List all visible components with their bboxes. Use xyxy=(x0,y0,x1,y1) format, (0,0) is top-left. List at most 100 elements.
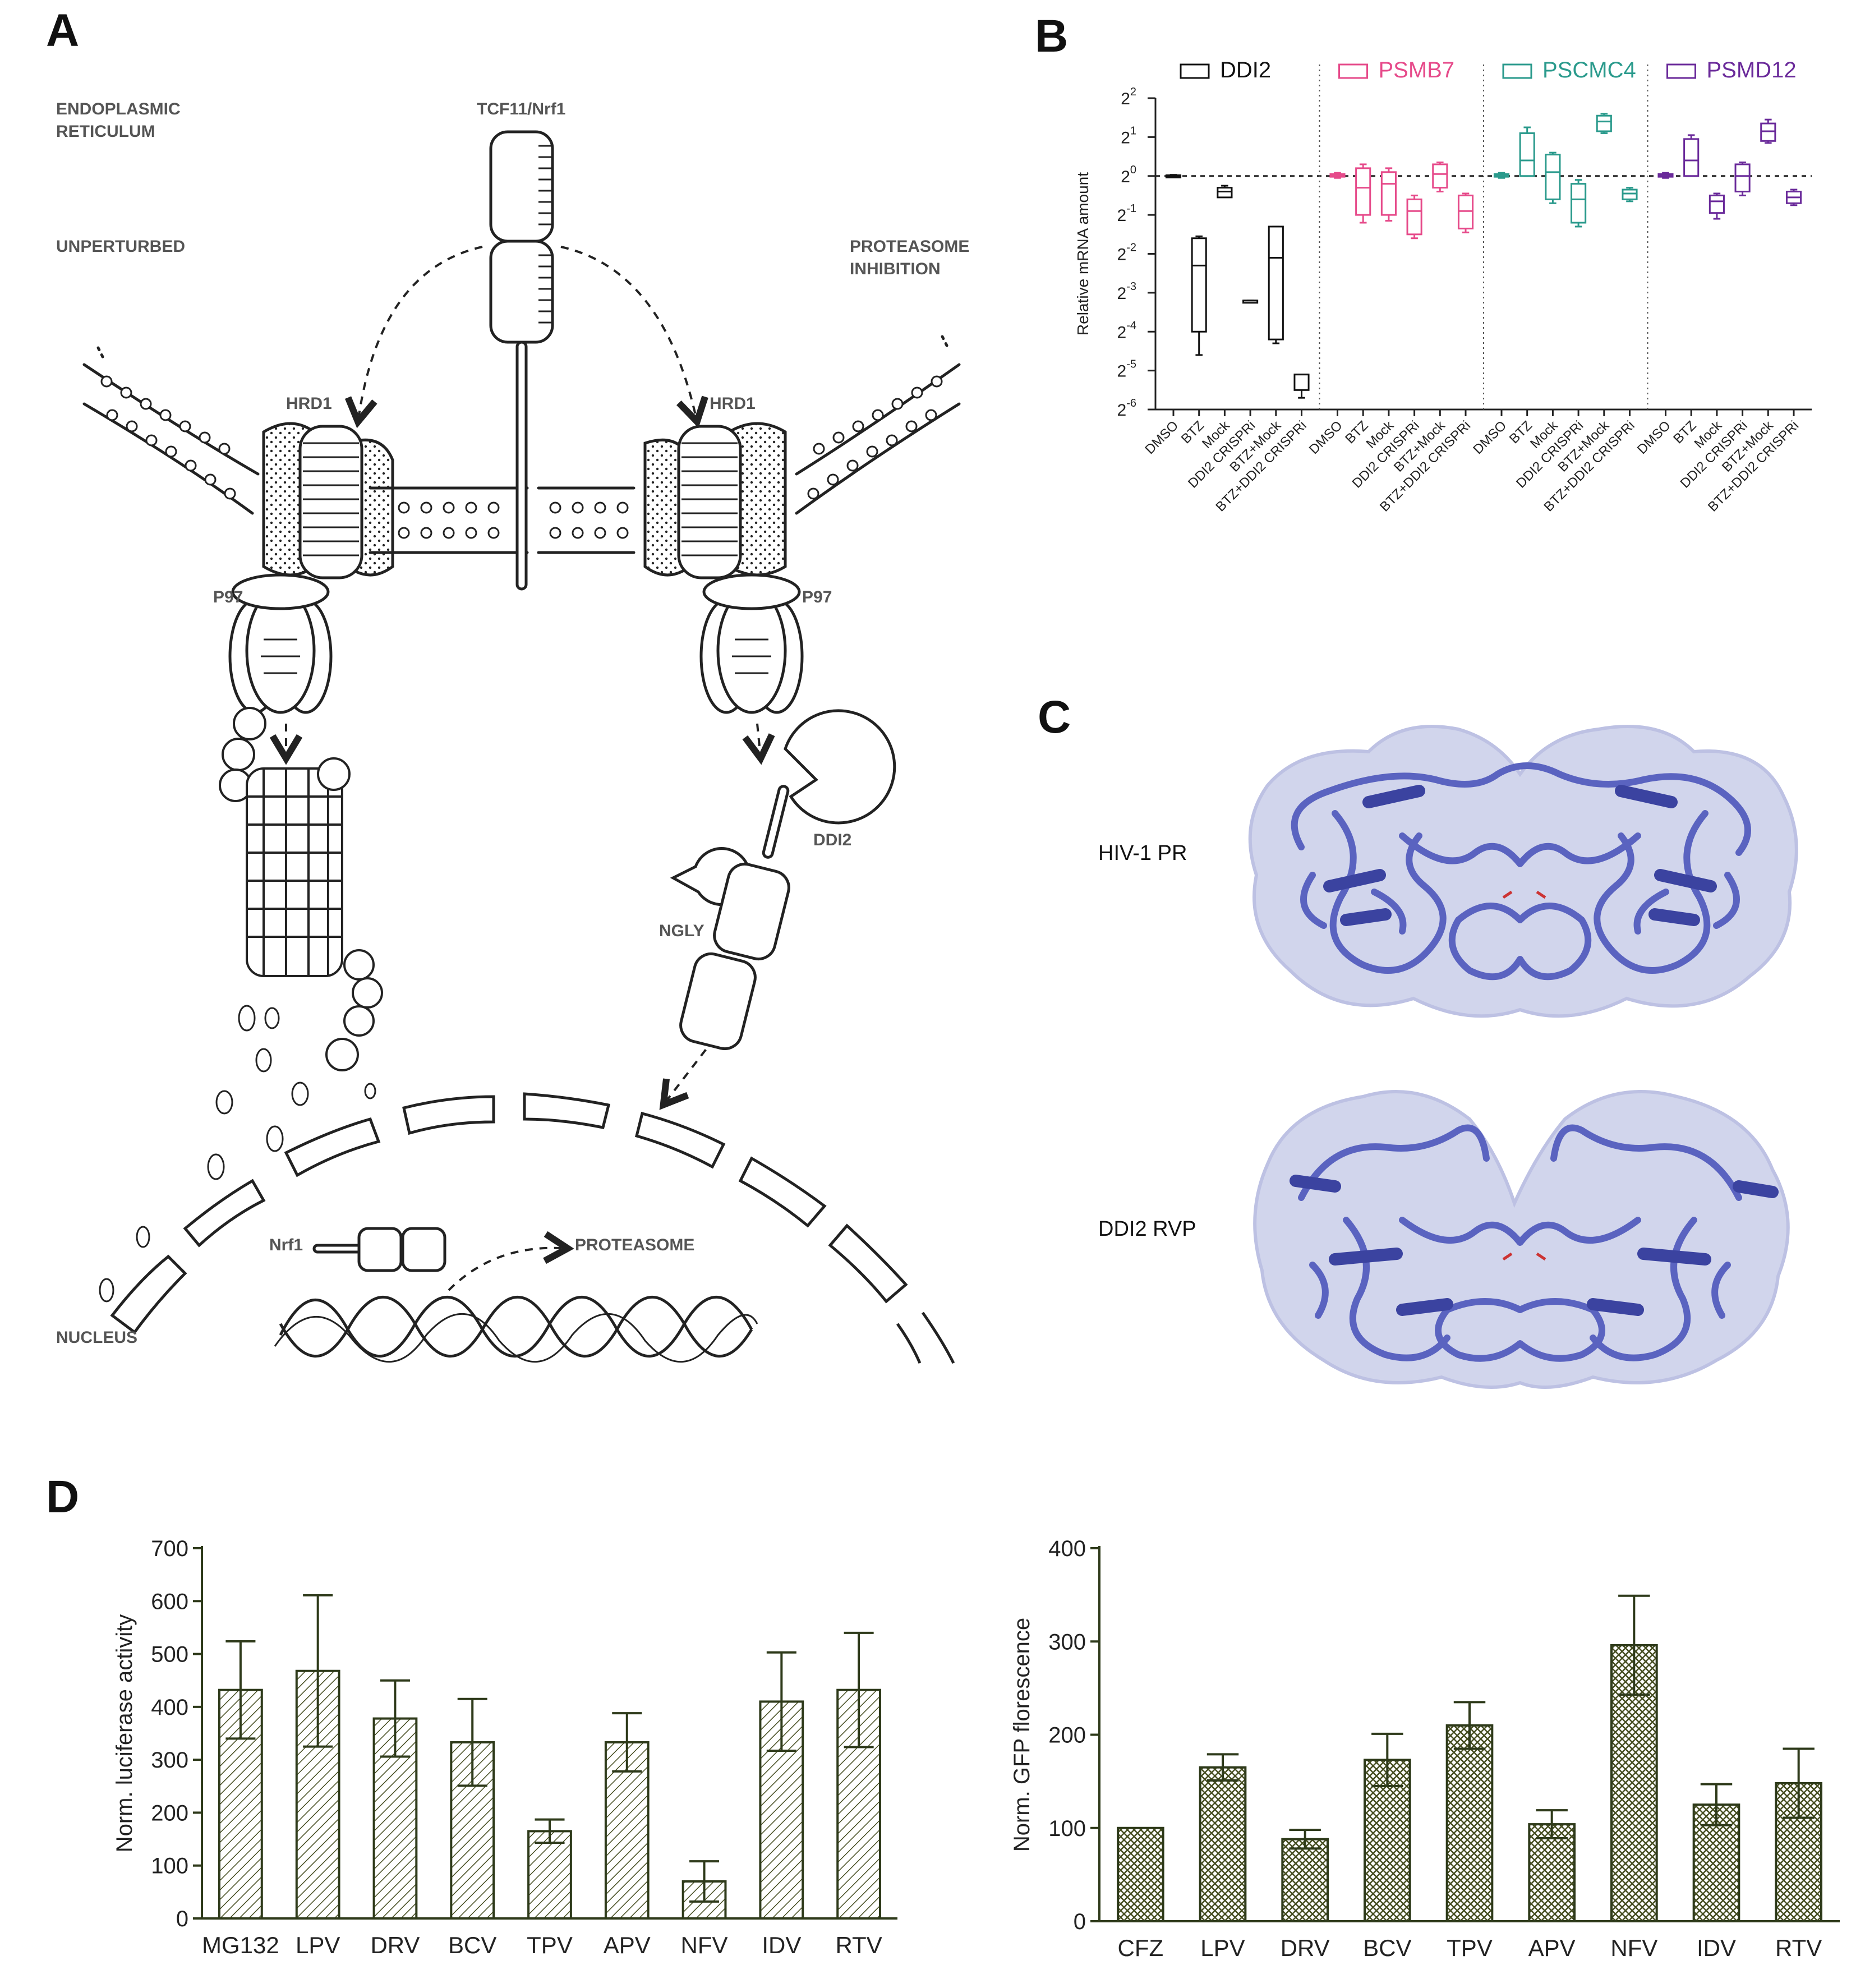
label-proteasome-inhibition: PROTEASOME INHIBITION xyxy=(850,237,970,278)
b-box-psmd12-dmso xyxy=(1657,172,1674,179)
b-box-psmb7-ddi2-crispri xyxy=(1406,194,1422,240)
b-y-tick-exponent: -4 xyxy=(1126,319,1136,332)
hiv-pr-surface xyxy=(1248,725,1798,1018)
b-box-pscmc4-btz xyxy=(1519,126,1535,177)
panel-letter-b: B xyxy=(1035,11,1069,62)
b-box-body xyxy=(1406,198,1422,236)
dna-helix xyxy=(274,1295,758,1363)
b-y-tick-exponent: -2 xyxy=(1126,242,1136,254)
label-unperturbed: UNPERTURBED xyxy=(56,237,186,256)
tcf11-nrf1-shape xyxy=(489,130,554,591)
d-y-tick-label: 200 xyxy=(151,1801,188,1825)
d-y-tick-label: 200 xyxy=(1048,1723,1086,1748)
label-ddi2-rvp: DDI2 RVP xyxy=(1098,1217,1196,1241)
nuclear-envelope xyxy=(110,1092,955,1364)
label-tcf11-nrf1: TCF11/Nrf1 xyxy=(477,100,566,118)
p97-left-shape xyxy=(228,573,333,714)
b-y-tick-label: 22 xyxy=(1121,86,1136,108)
d-bar-nfv xyxy=(1610,1594,1658,1922)
b-x-tick-label: DMSO xyxy=(1306,418,1346,457)
b-legend-label-ddi2: DDI2 xyxy=(1220,58,1271,82)
d-x-tick-label: NFV xyxy=(1610,1935,1657,1961)
b-y-label: Relative mRNA amount xyxy=(1074,172,1092,335)
b-box-body xyxy=(1191,237,1207,333)
d-bar-rect xyxy=(1528,1823,1576,1922)
processed-nrf1-shape xyxy=(679,785,790,1051)
label-hrd1-left: HRD1 xyxy=(286,394,332,413)
panel-letter-c: C xyxy=(1038,692,1071,743)
hrd1-left-shape xyxy=(262,422,394,579)
b-box-pscmc4-dmso xyxy=(1493,172,1510,179)
d-bar-nfv xyxy=(681,1860,727,1920)
d-bar-apv xyxy=(1528,1809,1576,1922)
d-bar-rtv xyxy=(1775,1747,1823,1923)
d-y-tick-label: 300 xyxy=(1048,1630,1086,1654)
d-y-tick-label: 300 xyxy=(151,1748,188,1773)
d-x-tick-label: DRV xyxy=(1281,1935,1330,1961)
b-box-body xyxy=(1457,194,1474,229)
b-y-tick-label: 21 xyxy=(1121,125,1136,147)
d-x-tick-label: APV xyxy=(604,1932,651,1958)
b-y-tick-exponent: -6 xyxy=(1126,397,1136,409)
b-y-tick-label: 2-4 xyxy=(1117,319,1136,342)
d-x-tick-label: BCV xyxy=(448,1932,496,1958)
d-bar-bcv xyxy=(450,1697,495,1920)
d-y-tick-label: 600 xyxy=(151,1589,188,1614)
b-box-ddi2-dmso xyxy=(1165,174,1182,178)
b-box-body xyxy=(1519,132,1535,177)
d-x-tick-label: TPV xyxy=(1447,1935,1493,1961)
d-y-label: Norm. GFP florescence xyxy=(1010,1618,1034,1852)
b-box-body xyxy=(1709,194,1725,214)
d-y-tick-label: 0 xyxy=(1074,1909,1086,1934)
b-box-psmd12-ddi2-crispri xyxy=(1734,161,1751,196)
b-y-tick-label: 2-5 xyxy=(1117,358,1136,381)
b-legend-label-psmd12: PSMD12 xyxy=(1707,58,1797,82)
panel-letter-a: A xyxy=(46,5,80,56)
lipid-heads-center xyxy=(398,501,629,539)
d-bar-tpv xyxy=(527,1818,572,1920)
d-x-tick-label: LPV xyxy=(1200,1935,1245,1961)
b-box-pscmc4-ddi2-crispri xyxy=(1571,179,1587,228)
peptide-fragments xyxy=(99,1005,376,1303)
b-y-tick-exponent: 0 xyxy=(1130,164,1136,176)
d-x-tick-label: DRV xyxy=(370,1932,420,1958)
d-y-tick-label: 400 xyxy=(151,1695,188,1720)
ddi2-rvp-structure xyxy=(1253,1090,1790,1389)
b-y-tick-exponent: 2 xyxy=(1130,86,1136,98)
d-bar-rect xyxy=(1281,1838,1329,1923)
panel-a-diagram xyxy=(82,130,961,1364)
b-legend-swatch-ddi2 xyxy=(1180,63,1210,79)
b-y-tick-label: 2-1 xyxy=(1117,203,1136,225)
b-box-psmd12-btz-mock xyxy=(1760,118,1776,144)
d-bar-cfz xyxy=(1117,1826,1164,1922)
b-y-tick-label: 20 xyxy=(1121,164,1136,186)
b-box-body xyxy=(1596,114,1612,132)
d-y-tick-label: 100 xyxy=(1048,1816,1086,1841)
b-box-body xyxy=(1380,171,1397,216)
b-y-tick-exponent: 1 xyxy=(1130,125,1136,137)
ddi2-pacman xyxy=(784,709,896,825)
lipid-heads-right xyxy=(807,375,943,500)
b-y-tick-exponent: -5 xyxy=(1126,358,1136,371)
b-legend-swatch-psmd12 xyxy=(1666,63,1696,79)
d-x-tick-label: IDV xyxy=(762,1932,801,1958)
d-bar-bcv xyxy=(1364,1732,1411,1922)
d-bar-rtv xyxy=(836,1631,881,1920)
b-legend-swatch-psmb7 xyxy=(1338,63,1368,79)
label-nucleus: NUCLEUS xyxy=(56,1328,138,1347)
b-box-psmb7-btz-mock xyxy=(1432,161,1448,192)
b-box-body xyxy=(1683,138,1700,177)
label-hrd1-right: HRD1 xyxy=(710,394,756,413)
d-x-tick-label: TPV xyxy=(527,1932,573,1958)
d-bar-mg132 xyxy=(218,1640,263,1920)
nuclear-nrf1-shape xyxy=(312,1227,446,1272)
b-box-body xyxy=(1432,163,1448,189)
d-bar-rect xyxy=(1117,1826,1164,1922)
b-box-ddi2-ddi2-crispri xyxy=(1242,300,1259,304)
label-ddi2: DDI2 xyxy=(813,831,852,849)
label-proteasome: PROTEASOME xyxy=(575,1236,695,1254)
d-x-tick-label: BCV xyxy=(1363,1935,1411,1961)
p97-right-shape xyxy=(699,573,804,714)
